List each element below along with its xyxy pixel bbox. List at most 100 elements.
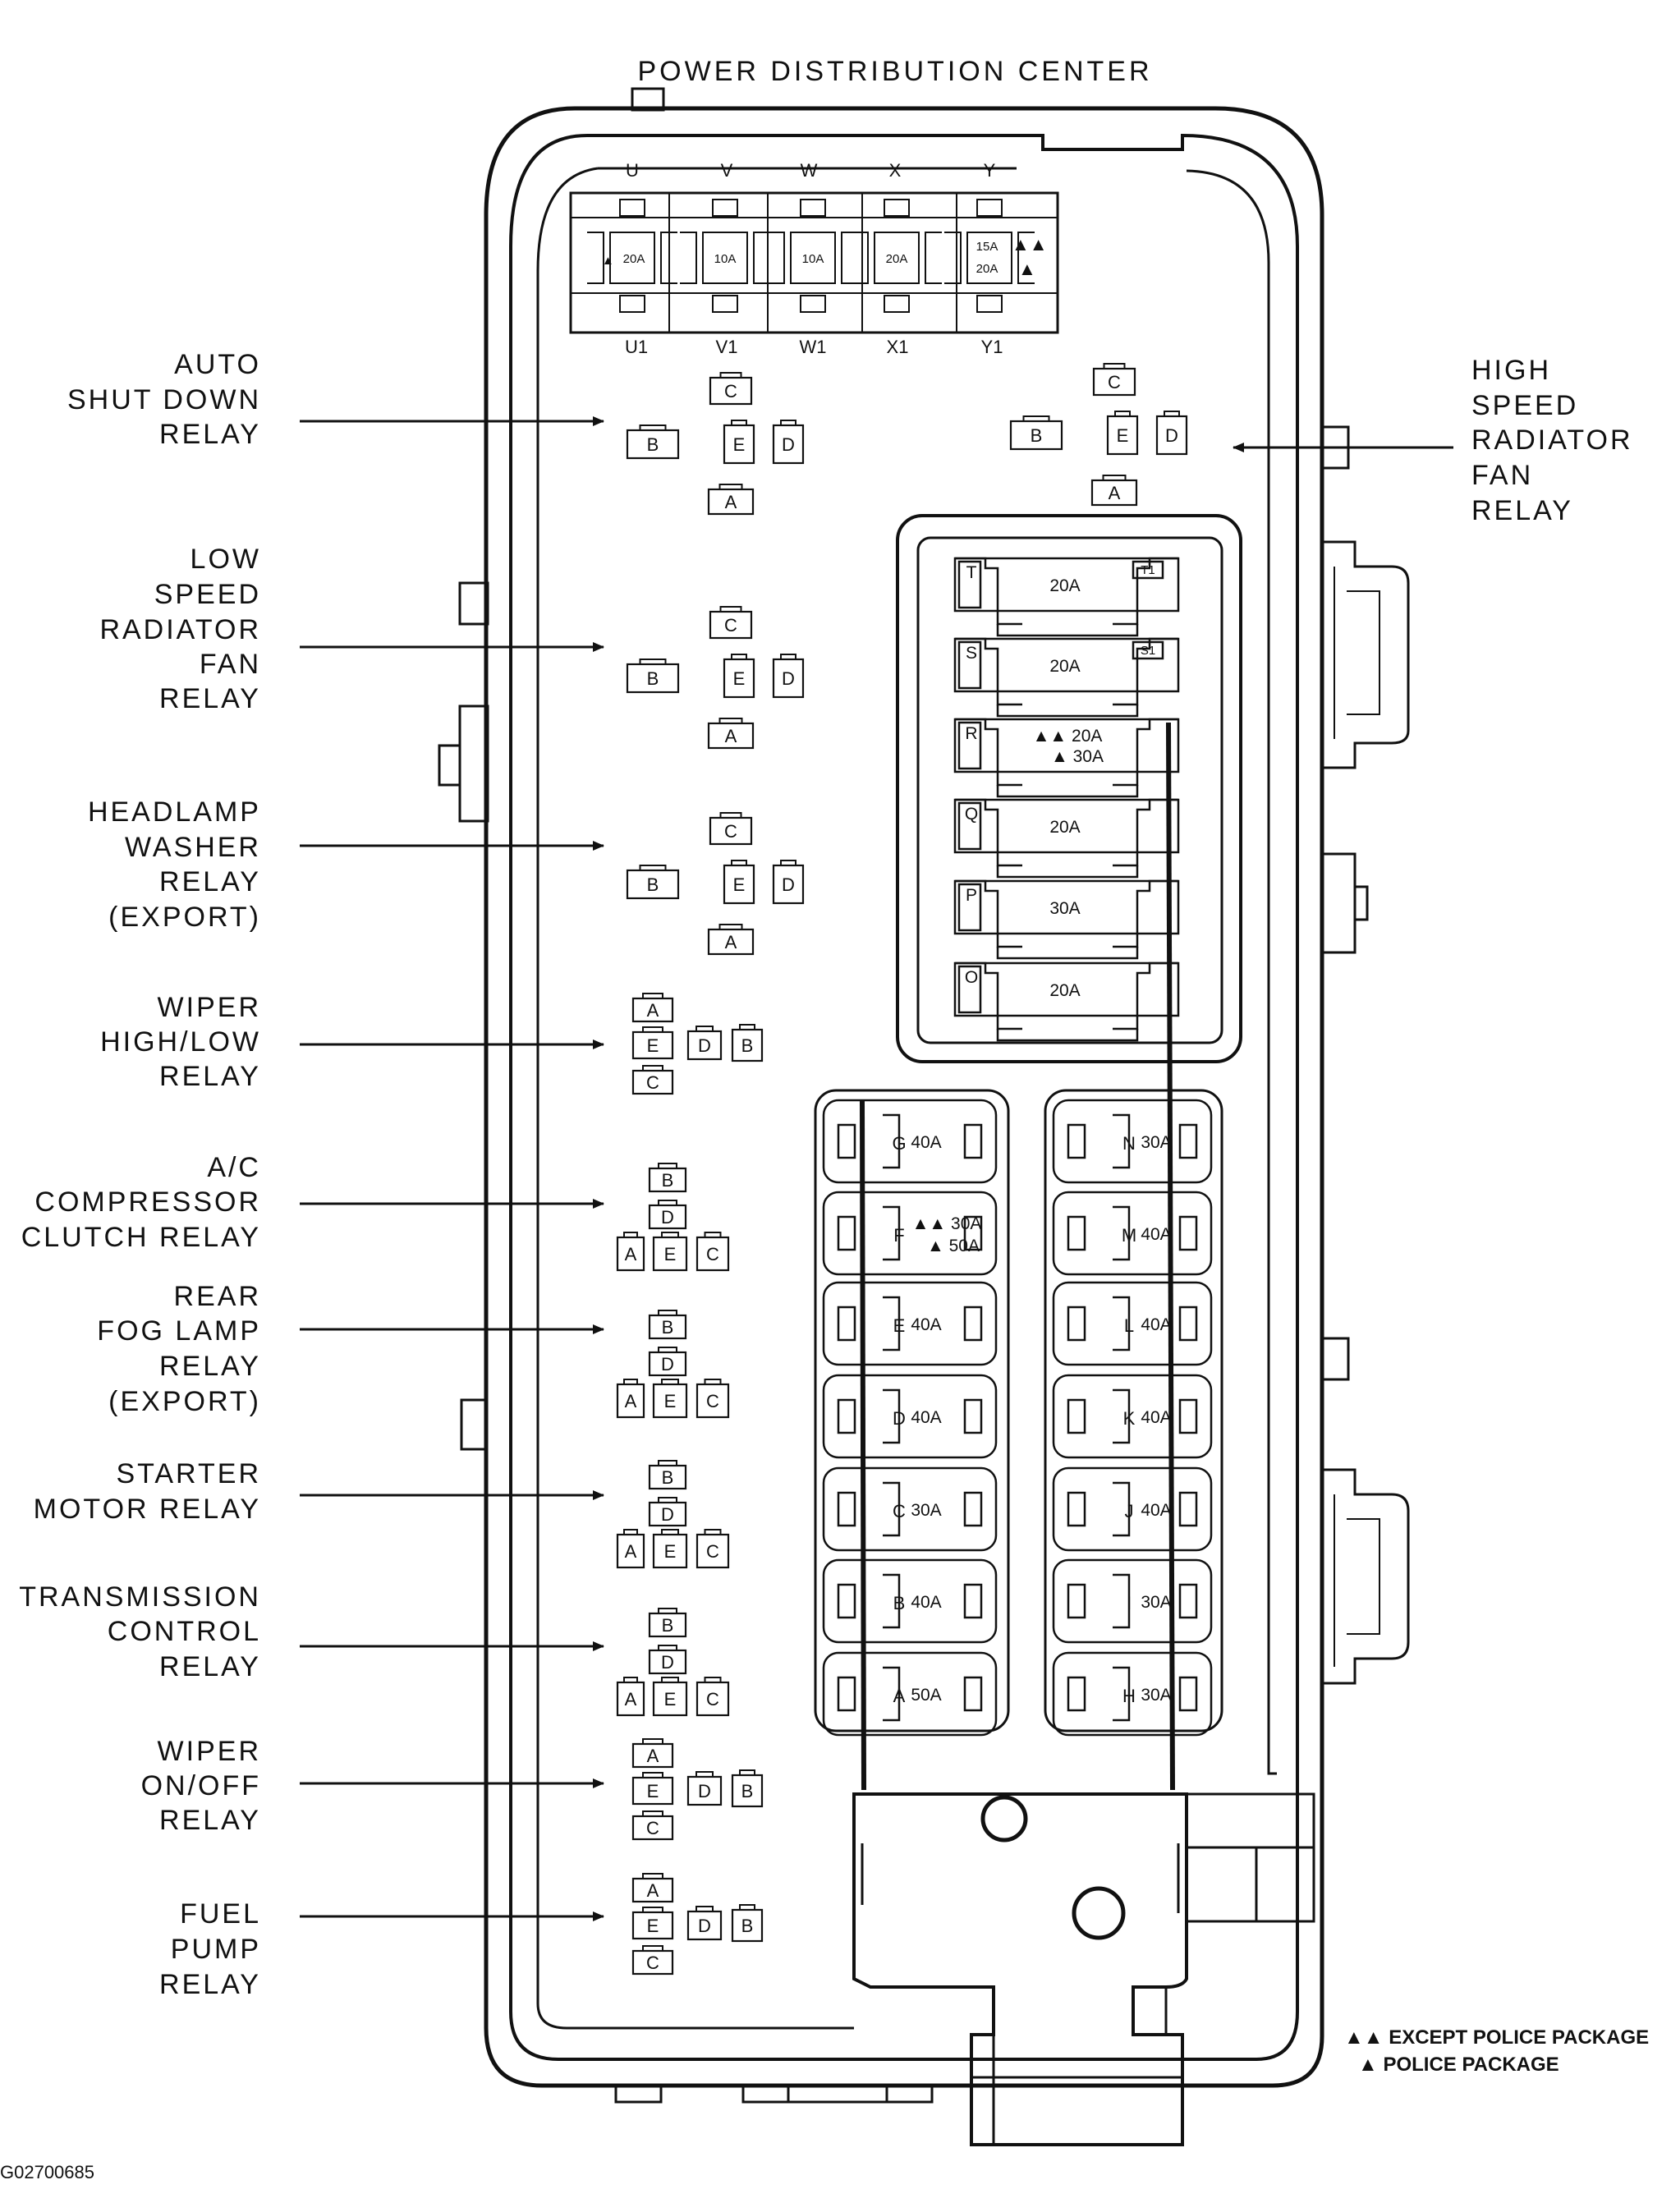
relay-label-line: FUEL [180,1898,261,1930]
relay-label-line: RELAY [1471,495,1573,526]
fuse-id: I [1127,1593,1132,1613]
pin-letter: C [646,1818,659,1838]
relay-pin: E [652,1677,688,1717]
pin-letter: B [662,1615,674,1636]
fuse-rating: 10A [802,252,824,266]
pin-letter: C [646,1953,659,1973]
relay-pin: E [652,1379,688,1419]
relay-pin: B [626,425,680,460]
relay-pin: D [648,1347,687,1377]
fuse-rating: 40A [911,1408,941,1427]
fuse-id: P [966,886,977,905]
relay-pin: A [707,924,755,956]
fuse-rating: ▲▲ 20A [1033,727,1103,746]
top-fuse-connector [569,191,1059,334]
relay-pin: E [631,1907,674,1940]
relay-pin: E [1106,411,1139,456]
relay-label-line: MOTOR RELAY [34,1494,261,1525]
relay-pin: C [695,1529,730,1569]
legend-item: ▲▲ EXCEPT POLICE PACKAGE [1344,2026,1649,2049]
relay-label-line: RELAY [159,866,261,897]
pin-letter: D [698,1035,711,1056]
fuse-rating: 20A [1049,576,1080,595]
pin-letter: C [706,1689,719,1709]
relay-pin: A [616,1677,645,1717]
fuse-rating: 20A [1049,818,1080,837]
relay-label-line: HIGH/LOW [100,1026,261,1058]
fuse-rating: 40A [911,1593,941,1612]
pin-letter: D [661,1207,674,1228]
pin-letter: B [741,1035,754,1056]
fuse-rating: 30A [1141,1133,1171,1152]
relay-label-line: COMPRESSOR [34,1186,261,1218]
figure-code: G02700685 [0,2162,94,2182]
relay-pin: D [772,654,805,699]
pin-letter: A [647,1746,659,1766]
cartridge-fuse-block-right [1044,1089,1223,1732]
relay-pin: D [686,1906,723,1941]
relay-label-line: PUMP [171,1934,261,1965]
relay-pin: E [652,1529,688,1569]
fuse-rating: 15A [976,240,998,254]
relay-label-line: RELAY [159,1351,261,1382]
relay-pin: B [648,1163,687,1193]
pin-letter: C [706,1391,719,1411]
relay-pin: C [695,1379,730,1419]
pin-letter: E [664,1689,677,1709]
pin-letter: B [741,1916,754,1936]
cartridge-fuse-block-left [814,1089,1010,1732]
relay-pin: B [1009,415,1063,451]
connector-label: W [801,160,818,181]
pin-letter: C [724,821,737,842]
pin-letter: A [625,1689,637,1709]
relay-label-line: HIGH [1471,355,1551,386]
relay-pin: A [631,993,674,1023]
relay-pin: D [648,1497,687,1527]
relay-pin: B [731,1024,764,1062]
relay-pin: C [1092,363,1136,397]
pin-letter: B [662,1467,674,1488]
fuse-slot-y [944,199,1035,313]
connector-label: X [889,160,902,181]
relay-pin: D [648,1645,687,1675]
pin-letter: C [706,1541,719,1562]
pin-letter: A [625,1391,637,1411]
pin-letter: B [662,1317,674,1338]
fuse-rating: 40A [911,1133,941,1152]
relay-label-line: WASHER [125,832,261,863]
legend: ▲▲ EXCEPT POLICE PACKAGE ▲ POLICE PACKAG… [1344,2026,1649,2076]
pin-letter: E [647,1035,659,1056]
relay-pin: A [631,1873,674,1903]
fuse-rating: 20A [1049,657,1080,676]
relay-pin: A [707,718,755,750]
relay-label-line: AUTO [174,349,261,380]
pin-letter: D [661,1504,674,1525]
connector-label: V [721,160,733,181]
fuse-id: F [893,1225,904,1246]
fuse-rating: 40A [1141,1408,1171,1427]
fuse-rating: 20A [623,252,645,266]
fuse-rating: ▲ 30A [1051,747,1104,766]
relay-pin: A [616,1529,645,1569]
fuse-rating: 40A [1141,1501,1171,1520]
pin-letter: E [664,1541,677,1562]
pin-letter: D [782,434,795,455]
relay-pin: E [631,1772,674,1806]
relay-pin: D [772,860,805,905]
police-mark: ▲ [1018,259,1036,279]
pin-letter: C [706,1244,719,1264]
pin-letter: D [698,1916,711,1936]
relay-pin: E [723,860,755,905]
